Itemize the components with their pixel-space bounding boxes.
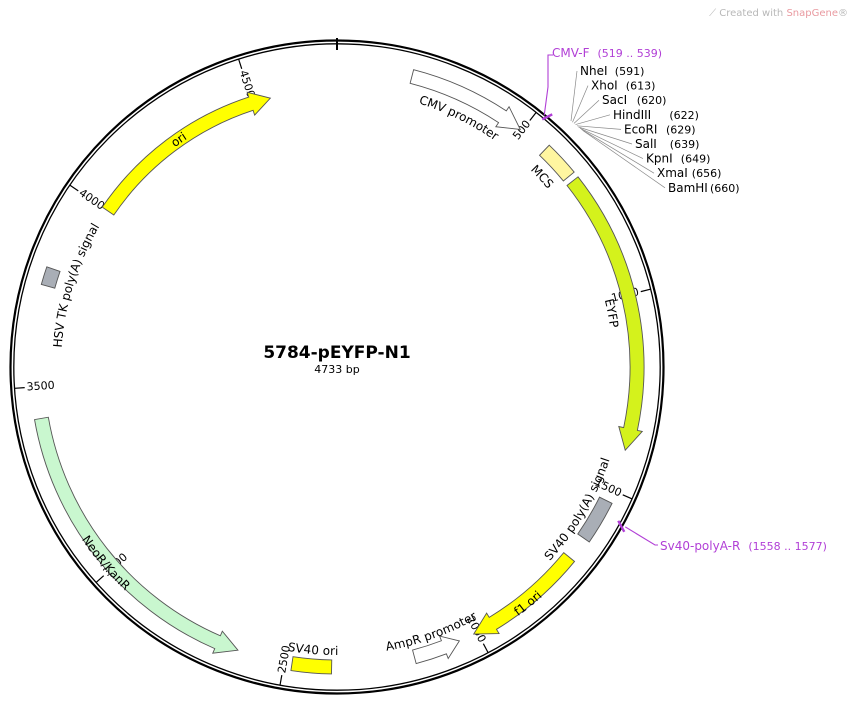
primer-sv40-mark bbox=[617, 520, 626, 533]
site-leader bbox=[573, 99, 600, 124]
tick-label: 2500 bbox=[275, 644, 293, 674]
primer-cmv-f[interactable]: CMV-F(519 .. 539) bbox=[552, 46, 662, 60]
site-NheI[interactable]: NheI bbox=[580, 64, 608, 78]
tick-label: 3500 bbox=[26, 379, 55, 394]
primer-sv40-polya-r[interactable]: Sv40-polyA-R(1558 .. 1577) bbox=[660, 539, 827, 553]
tick-mark bbox=[279, 674, 283, 686]
label-path bbox=[534, 168, 617, 477]
feature-sv40-polya-signal[interactable] bbox=[577, 496, 613, 543]
site-SalI[interactable]: SalI bbox=[635, 137, 657, 151]
feature-label-sv40-ori: SV40 ori bbox=[287, 639, 338, 657]
snapgene-logo-icon: ⟋ bbox=[709, 8, 720, 19]
primer-leader bbox=[543, 54, 553, 116]
tick-mark bbox=[640, 288, 651, 293]
feature-neor-kanr[interactable] bbox=[34, 416, 239, 654]
site-leader bbox=[582, 130, 666, 189]
label-path bbox=[35, 399, 256, 660]
site-position: (620) bbox=[637, 94, 667, 107]
feature-ori[interactable] bbox=[101, 91, 272, 216]
site-leader bbox=[575, 114, 611, 125]
site-XmaI[interactable]: XmaI bbox=[657, 166, 688, 180]
feature-cmv-promoter[interactable] bbox=[409, 69, 522, 131]
feature-label-eyfp: EYFP bbox=[602, 297, 621, 328]
tick-mark bbox=[238, 59, 243, 70]
site-leader bbox=[572, 85, 589, 123]
tick-mark bbox=[622, 494, 633, 500]
site-position: (639) bbox=[670, 138, 700, 151]
site-position: (622) bbox=[669, 109, 699, 122]
plasmid-length: 4733 bp bbox=[314, 363, 359, 376]
site-XhoI[interactable]: XhoI bbox=[591, 79, 618, 93]
tick-mark bbox=[69, 184, 79, 192]
site-leader bbox=[578, 126, 633, 145]
feature-mcs[interactable] bbox=[538, 144, 575, 182]
site-leader bbox=[581, 129, 655, 174]
site-leader bbox=[576, 125, 622, 130]
site-position: (656) bbox=[692, 167, 722, 180]
site-BamHI[interactable]: BamHI bbox=[668, 181, 708, 195]
site-position: (649) bbox=[681, 153, 711, 166]
site-position: (613) bbox=[626, 80, 656, 93]
primer-cmv-f-mark bbox=[541, 113, 553, 121]
tick-mark bbox=[529, 112, 537, 121]
watermark: ⟋ Created with SnapGene® bbox=[709, 8, 848, 19]
site-leader bbox=[570, 70, 578, 122]
tick-mark bbox=[14, 387, 25, 389]
label-path bbox=[57, 148, 163, 449]
feature-ampr-promoter[interactable] bbox=[412, 635, 461, 665]
tick-mark bbox=[95, 575, 105, 583]
site-position: (629) bbox=[666, 123, 696, 136]
tick-mark bbox=[482, 643, 489, 653]
feature-hsv-tk-polya-signal[interactable] bbox=[40, 266, 61, 289]
site-leader bbox=[579, 127, 644, 159]
plasmid-name: 5784-pEYFP-N1 bbox=[263, 343, 410, 363]
feature-f1-ori[interactable] bbox=[472, 551, 576, 635]
site-KpnI[interactable]: KpnI bbox=[646, 152, 673, 166]
site-EcoRI[interactable]: EcoRI bbox=[624, 122, 657, 136]
primer-leader bbox=[624, 526, 658, 546]
feature-sv40-ori[interactable] bbox=[290, 656, 333, 675]
feature-label-hsv-tk-polya-signal: HSV TK poly(A) signal bbox=[50, 221, 102, 349]
tick-label: 4000 bbox=[77, 186, 107, 213]
feature-eyfp[interactable] bbox=[566, 176, 645, 452]
site-HindIII[interactable]: HindIII bbox=[613, 108, 651, 122]
site-position: (591) bbox=[615, 65, 645, 78]
site-SacI[interactable]: SacI bbox=[602, 93, 627, 107]
site-position: (660) bbox=[710, 182, 740, 195]
